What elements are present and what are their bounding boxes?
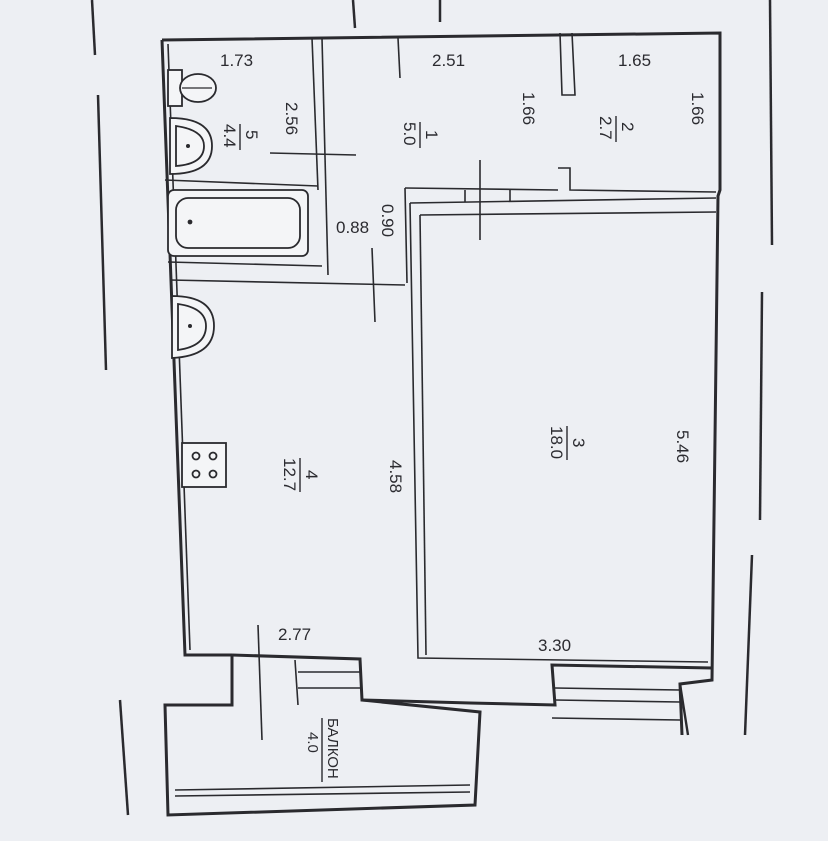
balcony-area: 4.0 <box>304 732 321 753</box>
dim-hall-length: 1.66 <box>519 92 538 125</box>
dim-corridor-depth: 0.90 <box>378 204 397 237</box>
room-number: 4 <box>302 470 321 479</box>
balcony-label: БАЛКОН 4.0 <box>304 718 341 782</box>
dimension-ticks <box>257 37 481 741</box>
dim-living-width: 3.30 <box>538 636 571 655</box>
room-4-label: 4 12.7 <box>280 458 321 492</box>
room-area: 4.4 <box>220 124 239 148</box>
room-number: 1 <box>422 130 441 139</box>
toilet-icon <box>167 69 217 107</box>
kitchen-sink-icon <box>171 295 215 359</box>
margin-lines <box>90 0 774 816</box>
dim-kitchen-length: 4.58 <box>386 460 405 493</box>
room-area: 2.7 <box>596 116 615 140</box>
room-1-label: 1 5.0 <box>400 122 441 148</box>
room-number: 2 <box>618 122 637 131</box>
room-3-label: 3 18.0 <box>547 426 588 460</box>
dim-hall-width: 2.51 <box>432 51 465 70</box>
room-area: 12.7 <box>280 458 299 491</box>
dim-kitchen-width: 2.77 <box>278 625 311 644</box>
stove-icon <box>181 442 227 488</box>
balcony <box>163 655 690 817</box>
room-5-label: 5 4.4 <box>220 124 261 150</box>
dim-living-length: 5.46 <box>673 430 692 463</box>
room-number: 5 <box>242 130 261 139</box>
balcony-name: БАЛКОН <box>324 718 341 779</box>
room-number: 3 <box>569 438 588 447</box>
room-area: 18.0 <box>547 426 566 459</box>
interior-walls <box>164 32 717 663</box>
dim-corridor-width: 0.88 <box>336 218 369 237</box>
dim-bath-width: 1.73 <box>220 51 253 70</box>
dim-closet-width: 1.65 <box>618 51 651 70</box>
room-area: 5.0 <box>400 122 419 146</box>
dim-bath-length: 2.56 <box>282 102 301 135</box>
dim-closet-length: 1.66 <box>688 92 707 125</box>
bathroom-sink-icon <box>169 117 213 175</box>
room-2-label: 2 2.7 <box>596 116 637 142</box>
bathtub-icon <box>167 189 309 257</box>
